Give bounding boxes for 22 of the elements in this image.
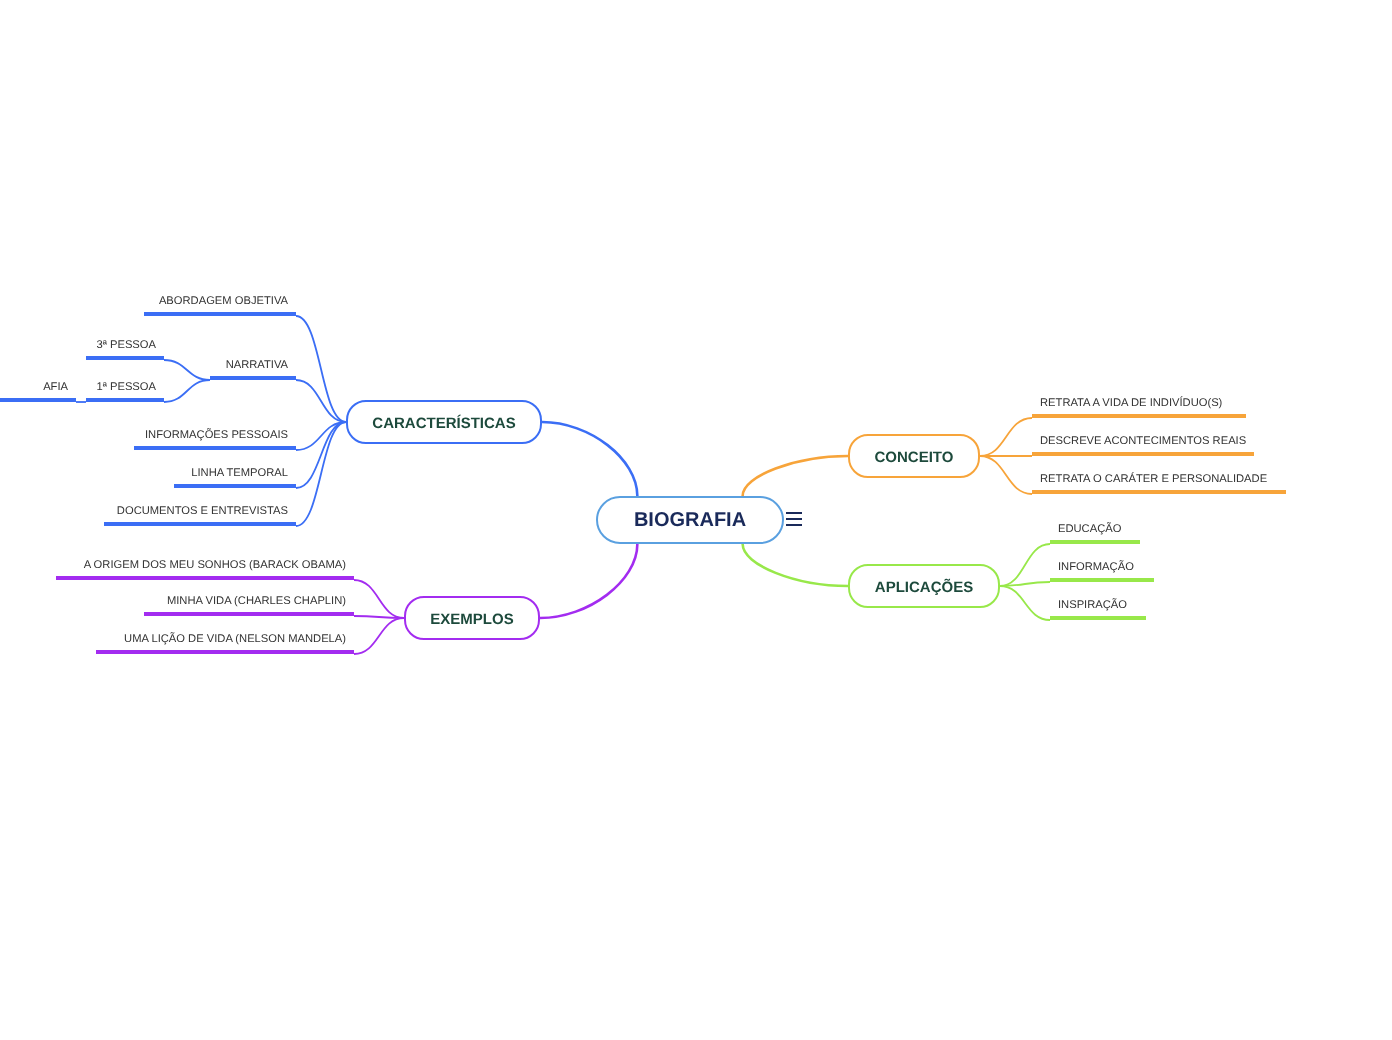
connector-line	[353, 617, 405, 655]
connector-line	[75, 401, 87, 403]
connector-line	[999, 581, 1051, 587]
connector-line	[295, 421, 347, 451]
connector-line	[539, 543, 639, 620]
connector-line	[979, 455, 1033, 457]
connector-line	[353, 579, 405, 619]
connector-line	[163, 359, 211, 381]
connector-line	[741, 454, 849, 497]
connector-line	[353, 615, 405, 619]
connector-line	[295, 421, 347, 489]
connector-line	[295, 421, 347, 527]
connector-line	[741, 543, 849, 588]
connector-line	[295, 315, 347, 423]
connector-line	[979, 455, 1033, 495]
connector-line	[999, 585, 1051, 621]
connector-line	[541, 420, 639, 497]
connector-line	[999, 543, 1051, 587]
connector-line	[163, 379, 211, 403]
connector-line	[295, 379, 347, 423]
connector-line	[979, 417, 1033, 457]
central-topic: BIOGRAFIA	[596, 496, 784, 544]
